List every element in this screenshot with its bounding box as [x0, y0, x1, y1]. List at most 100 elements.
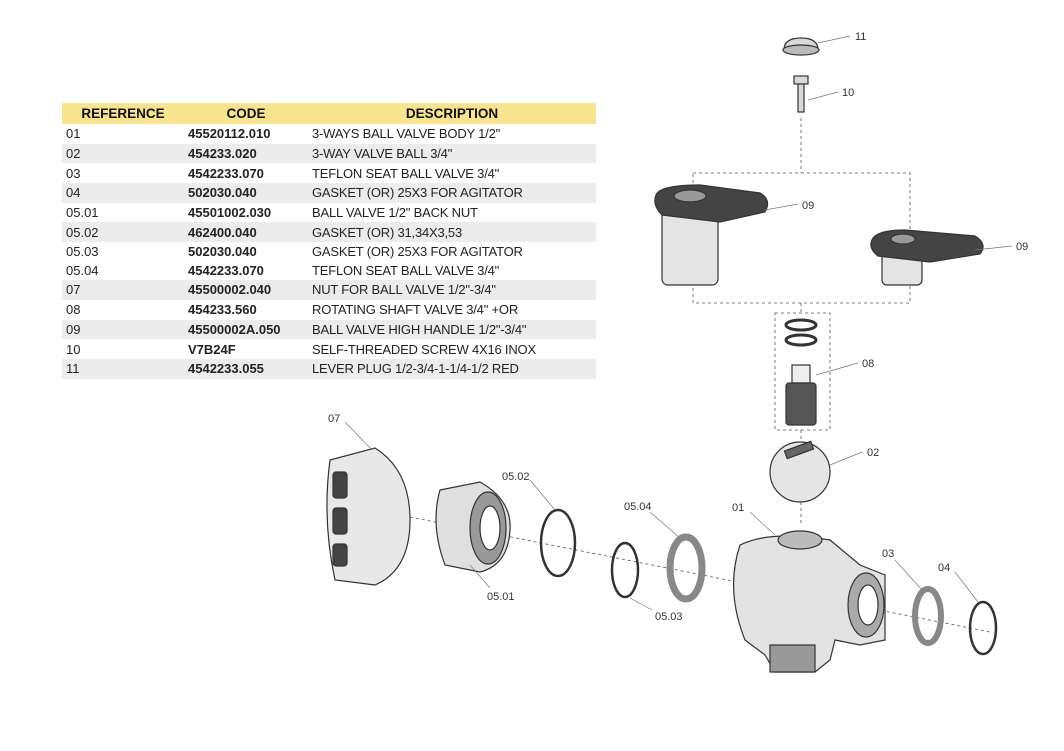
teflon-seat-03: [912, 586, 944, 646]
cell-ref: 04: [62, 183, 184, 203]
cell-code-text: 4542233.055: [188, 361, 264, 377]
table-row: 04 502030.040 GASKET (OR) 25X3 FOR AGITATO…: [62, 183, 596, 203]
cell-ref-text: 04: [66, 185, 81, 201]
cell-code: 454233.560: [184, 300, 308, 320]
cell-ref: 05.03 05.04: [62, 242, 184, 280]
cell-ref: 01: [62, 124, 184, 144]
cell-desc-text: BALL VALVE 1/2" BACK NUT: [312, 205, 478, 221]
cell-desc: GASKET (OR) 25X3 FOR AGITATOR TEFLON SEAT…: [308, 242, 596, 280]
cell-ref-text: 08: [66, 302, 81, 318]
cell-code: 454233.020: [184, 143, 308, 164]
cell-ref: 11: [62, 358, 184, 379]
callout-10: 10: [842, 87, 854, 99]
cell-ref: 08: [62, 300, 184, 320]
cell-ref-text: 05.03: [66, 244, 99, 260]
handle-part-left: [654, 184, 769, 286]
cell-desc: LEVER PLUG 1/2-3/4-1-1/4-1/2 RED: [308, 358, 596, 379]
callout-07: 07: [328, 413, 340, 425]
cell-code: 502030.040: [184, 183, 308, 203]
gasket-04: [968, 600, 998, 656]
handle-part-right: [870, 229, 984, 286]
cell-desc: NUT FOR BALL VALVE 1/2"-3/4": [308, 280, 596, 300]
callout-05-03: 05.03: [655, 611, 683, 623]
table-row: 02 454233.020 3-WAY VALVE BALL 3/4": [62, 143, 596, 164]
cell-desc-text: LEVER PLUG 1/2-3/4-1-1/4-1/2 RED: [312, 361, 519, 377]
cell-code-text: 502030.040: [188, 244, 257, 260]
cell-desc-text: GASKET (OR) 31,34X3,53: [312, 224, 462, 240]
callout-05-02: 05.02: [502, 471, 530, 483]
cell-code-text: 45500002A.050: [188, 321, 281, 337]
cell-desc-text: BALL VALVE HIGH HANDLE 1/2"-3/4": [312, 321, 527, 337]
cell-desc: TEFLON SEAT BALL VALVE 3/4": [308, 163, 596, 183]
parts-table: REFERENCE CODE DESCRIPTION 01 45520112.01…: [62, 103, 596, 379]
cell-code: 462400.040: [184, 222, 308, 243]
callout-02: 02: [867, 447, 879, 459]
header-code: CODE: [184, 103, 308, 124]
cell-ref-text: 09: [66, 321, 81, 337]
cell-desc: GASKET (OR) 25X3 FOR AGITATOR: [308, 183, 596, 203]
cell-desc-text: GASKET (OR) 25X3 FOR AGITATOR: [312, 244, 523, 260]
cell-code-text: 45500002.040: [188, 282, 272, 298]
callout-09-right: 09: [1016, 241, 1028, 253]
cell-code: 45500002A.050: [184, 319, 308, 340]
table-row: 05.01 45501002.030 BALL VALVE 1/2" BACK NU…: [62, 203, 596, 223]
cell-desc: BALL VALVE HIGH HANDLE 1/2"-3/4": [308, 319, 596, 340]
cell-code-text: 45501002.030: [188, 205, 272, 221]
cell-desc-text: TEFLON SEAT BALL VALVE 3/4": [312, 263, 500, 279]
cell-ref: 05.01: [62, 203, 184, 223]
shaft-part: [784, 318, 818, 426]
cell-code: 45520112.010: [184, 124, 308, 144]
cell-code-text: 4542233.070: [188, 165, 264, 181]
callout-01: 01: [732, 502, 744, 514]
cell-ref-text: 05.02: [66, 224, 99, 240]
cell-code-text: 454233.560: [188, 302, 257, 318]
cell-ref-text: 10: [66, 341, 81, 357]
cell-desc-text: NUT FOR BALL VALVE 1/2"-3/4": [312, 282, 496, 298]
cell-code-text: 462400.040: [188, 224, 257, 240]
table-row: 09 45500002A.050 BALL VALVE HIGH HANDLE 1/…: [62, 319, 596, 340]
callout-03: 03: [882, 548, 894, 560]
cell-code: 4542233.055: [184, 358, 308, 379]
cell-ref-text: 05.04: [66, 263, 99, 279]
cell-desc-text: TEFLON SEAT BALL VALVE 3/4": [312, 165, 500, 181]
table-row: 08 454233.560 ROTATING SHAFT VALVE 3/4" +O…: [62, 300, 596, 320]
screw-part: [793, 75, 809, 113]
leader-lines: [344, 35, 1013, 611]
cell-desc: BALL VALVE 1/2" BACK NUT: [308, 203, 596, 223]
cell-desc: SELF-THREADED SCREW 4X16 INOX: [308, 339, 596, 359]
cell-code: V7B24F: [184, 339, 308, 359]
cell-desc-text: 3-WAYS BALL VALVE BODY 1/2": [312, 126, 501, 142]
header-description: DESCRIPTION: [308, 103, 596, 124]
valve-body-part: [733, 530, 886, 673]
callout-04: 04: [938, 562, 950, 574]
cell-ref: 10: [62, 339, 184, 359]
cell-desc-text: SELF-THREADED SCREW 4X16 INOX: [312, 341, 536, 357]
cell-code: 502030.040 4542233.070: [184, 242, 308, 280]
callout-11: 11: [855, 31, 866, 43]
cell-desc-text: ROTATING SHAFT VALVE 3/4" +OR: [312, 302, 519, 318]
nut-part: [326, 447, 411, 586]
cell-ref: 03: [62, 163, 184, 183]
cell-ref: 09: [62, 319, 184, 340]
cell-ref-text: 02: [66, 146, 81, 162]
table-header-row: REFERENCE CODE DESCRIPTION: [62, 103, 596, 124]
callout-05-01: 05.01: [487, 591, 515, 603]
cell-ref-text: 01: [66, 126, 81, 142]
cell-desc: 3-WAY VALVE BALL 3/4": [308, 143, 596, 164]
cell-desc: GASKET (OR) 31,34X3,53: [308, 222, 596, 243]
cell-code: 45501002.030: [184, 203, 308, 223]
cell-code-text: 4542233.070: [188, 263, 264, 279]
gasket-0502: [539, 508, 577, 578]
cell-code-text: 502030.040: [188, 185, 257, 201]
cell-desc-text: 3-WAY VALVE BALL 3/4": [312, 146, 453, 162]
cell-code-text: 454233.020: [188, 146, 257, 162]
cell-ref-text: 05.01: [66, 205, 99, 221]
valve-ball-part: [769, 440, 831, 503]
